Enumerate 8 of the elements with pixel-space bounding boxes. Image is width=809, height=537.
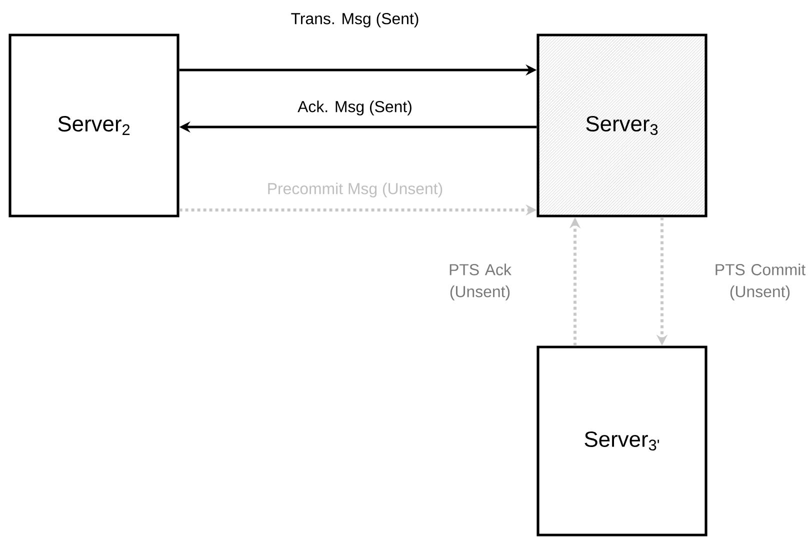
server-box: Server$_{2}$ — [8, 34, 180, 218]
edge-label: Trans. Msg (Sent) — [290, 12, 420, 28]
edge-label: Precommit Msg (Unsent) — [266, 182, 444, 198]
edge-label: PTS Commit (Unsent) — [709, 262, 809, 302]
server-box: Server$_{3'}$ — [536, 346, 708, 536]
edge-label: Ack. Msg (Sent) — [296, 100, 414, 116]
edge-label: PTS Ack (Unsent) — [439, 262, 521, 302]
server-box: Server$_{3}$ — [536, 34, 708, 218]
